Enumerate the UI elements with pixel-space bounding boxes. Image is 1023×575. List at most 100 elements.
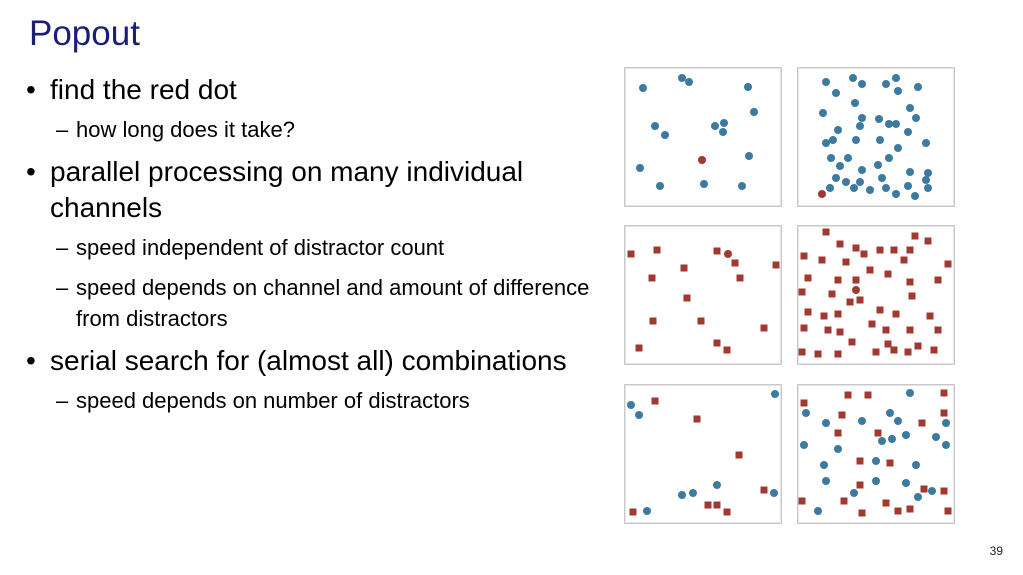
- red-square: [906, 505, 914, 513]
- blue-dot: [719, 128, 727, 136]
- blue-dot: [822, 419, 830, 427]
- panel-conjunction-few-svg: [627, 390, 779, 516]
- dash-marker: –: [56, 275, 69, 300]
- blue-dot: [906, 104, 914, 112]
- blue-dot: [711, 122, 719, 130]
- blue-dot: [627, 401, 635, 409]
- blue-dot: [770, 489, 778, 497]
- blue-dot: [872, 477, 880, 485]
- bullet-list: •find the red dot–how long does it take?…: [26, 72, 611, 425]
- blue-dot: [639, 84, 647, 92]
- red-square: [804, 274, 812, 282]
- blue-dot: [902, 431, 910, 439]
- blue-dot: [866, 186, 874, 194]
- blue-dot: [904, 128, 912, 136]
- blue-dot: [892, 190, 900, 198]
- red-square: [834, 429, 842, 437]
- red-square: [858, 509, 866, 517]
- red-square: [906, 278, 914, 286]
- blue-dot: [851, 99, 859, 107]
- red-square: [866, 266, 874, 274]
- red-square: [852, 244, 860, 252]
- red-square: [856, 296, 864, 304]
- blue-dot: [922, 176, 930, 184]
- blue-dot: [882, 184, 890, 192]
- sub-bullet-item: –speed depends on number of distractors: [26, 385, 611, 416]
- search-panel-conjunction-many: [797, 384, 955, 524]
- bullet-text: serial search for (almost all) combinati…: [50, 345, 567, 376]
- red-square: [772, 261, 780, 269]
- search-panel-color-few: [624, 67, 782, 207]
- red-square: [900, 256, 908, 264]
- bullet-text: find the red dot: [50, 74, 237, 105]
- blue-dot: [894, 417, 902, 425]
- red-square: [731, 259, 739, 267]
- red-square: [940, 487, 948, 495]
- blue-dot: [832, 89, 840, 97]
- red-square: [629, 508, 637, 516]
- blue-dot: [892, 120, 900, 128]
- red-square: [838, 411, 846, 419]
- red-square: [820, 312, 828, 320]
- blue-dot: [904, 182, 912, 190]
- blue-dot: [720, 119, 728, 127]
- blue-dot: [844, 154, 852, 162]
- red-square: [908, 292, 916, 300]
- dash-marker: –: [56, 388, 69, 413]
- blue-dot: [802, 409, 810, 417]
- red-square: [876, 246, 884, 254]
- red-square: [723, 346, 731, 354]
- red-square: [890, 246, 898, 254]
- blue-dot: [636, 164, 644, 172]
- blue-dot: [829, 136, 837, 144]
- red-square: [874, 429, 882, 437]
- blue-dot: [878, 437, 886, 445]
- blue-dot: [834, 126, 842, 134]
- blue-dot: [885, 154, 893, 162]
- blue-dot: [689, 489, 697, 497]
- dash-marker: –: [56, 117, 69, 142]
- blue-dot: [924, 184, 932, 192]
- blue-dot: [850, 489, 858, 497]
- red-square: [860, 250, 868, 258]
- blue-dot: [713, 481, 721, 489]
- red-square: [798, 348, 806, 356]
- blue-dot: [874, 161, 882, 169]
- blue-dot: [744, 83, 752, 91]
- panel-color-many-svg: [818, 74, 932, 200]
- red-square: [872, 348, 880, 356]
- blue-dot: [850, 184, 858, 192]
- red-square: [697, 317, 705, 325]
- red-square: [651, 397, 659, 405]
- blue-dot: [882, 80, 890, 88]
- blue-dot: [894, 144, 902, 152]
- bullet-marker: •: [26, 74, 36, 105]
- red-square: [864, 391, 872, 399]
- red-square: [680, 264, 688, 272]
- search-panel-shape-few: [624, 225, 782, 365]
- blue-dot: [826, 184, 834, 192]
- blue-dot: [856, 178, 864, 186]
- bullet-text: speed independent of distractor count: [76, 235, 445, 260]
- red-square: [926, 312, 934, 320]
- blue-dot: [745, 152, 753, 160]
- red-square: [693, 415, 701, 423]
- blue-dot: [914, 493, 922, 501]
- red-square: [648, 274, 656, 282]
- red-square: [934, 276, 942, 284]
- red-square: [906, 326, 914, 334]
- blue-dot: [906, 389, 914, 397]
- red-square: [904, 348, 912, 356]
- blue-dot: [678, 491, 686, 499]
- red-square: [886, 459, 894, 467]
- red-square: [884, 270, 892, 278]
- red-square: [704, 501, 712, 509]
- red-square: [884, 340, 892, 348]
- red-square: [882, 326, 890, 334]
- red-square: [713, 339, 721, 347]
- bullet-text: parallel processing on many individual c…: [50, 156, 524, 223]
- blue-dot: [911, 192, 919, 200]
- blue-dot: [685, 78, 693, 86]
- red-dot: [852, 286, 860, 294]
- sub-bullet-item: –speed independent of distractor count: [26, 232, 611, 263]
